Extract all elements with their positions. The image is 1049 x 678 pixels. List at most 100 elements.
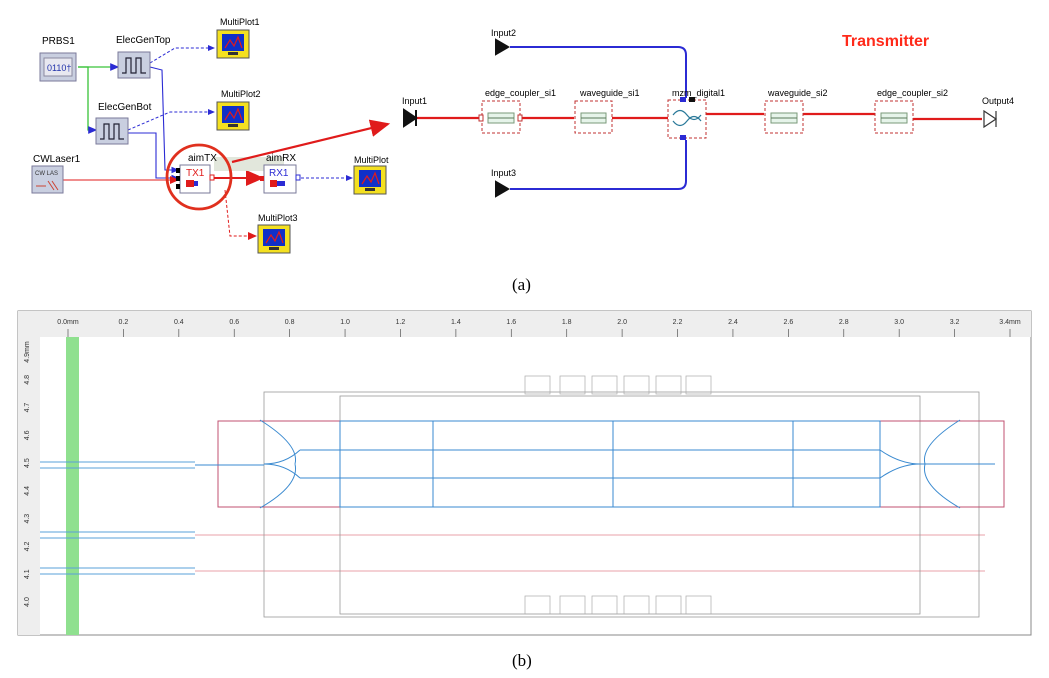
mzm-modulator[interactable]: mzm_digital1 — [667, 88, 725, 140]
ruler-y-label: 4.8 — [24, 375, 31, 385]
caption-b: (b) — [512, 651, 532, 670]
waveguide-2[interactable]: waveguide_si2 — [764, 88, 828, 134]
highlight-circle — [165, 143, 233, 211]
transmitter-circuit: Transmitter Input1 Input2 Input3 Output4 — [402, 28, 1014, 198]
ruler-x-label: 0.2 — [119, 319, 129, 326]
input3-label: Input3 — [491, 168, 516, 178]
plot-monitor-icon — [361, 171, 380, 185]
system-schematic: PRBS1 0110† ElecGenTop ElecGenBot CWLase… — [31, 17, 391, 254]
aim-tx-label: aimTX — [188, 153, 217, 164]
port-icon — [983, 109, 998, 129]
circuit-wires — [417, 46, 982, 190]
square-wave-icon — [100, 123, 124, 140]
waveguide-2-label: waveguide_si2 — [767, 88, 828, 98]
ruler-left — [18, 311, 40, 635]
pad-lines — [195, 534, 985, 572]
ruler-x-label: 0.8 — [285, 319, 295, 326]
ruler-x-label: 1.4 — [451, 319, 461, 326]
input-fibers — [40, 461, 195, 575]
square-wave-icon — [122, 57, 146, 74]
plot-monitor-icon — [224, 107, 243, 121]
transmitter-title: Transmitter — [842, 33, 929, 50]
multiplot-block[interactable]: MultiPlot — [353, 155, 389, 195]
port-icon — [495, 180, 510, 198]
input2-port[interactable]: Input2 — [491, 28, 516, 56]
ruler-x-label: 2.6 — [783, 319, 793, 326]
waveguide-1[interactable]: waveguide_si1 — [574, 88, 640, 134]
cw-laser-label: CWLaser1 — [33, 154, 81, 165]
tx-chip-icon — [186, 180, 194, 187]
output4-label: Output4 — [982, 96, 1014, 106]
prbs-glyph: 0110† — [47, 63, 71, 73]
ruler-y-label: 4.0 — [24, 597, 31, 607]
ruler-x-label: 2.4 — [728, 319, 738, 326]
multiplot2-label: MultiPlot2 — [221, 89, 261, 99]
input3-port[interactable]: Input3 — [491, 168, 516, 198]
ruler-y-label: 4.6 — [24, 430, 31, 440]
rx1-label: RX1 — [269, 168, 289, 179]
laser-icon — [36, 180, 59, 191]
ruler-x-label: 3.4mm — [999, 319, 1021, 326]
prbs-block[interactable]: PRBS1 0110† — [39, 36, 77, 82]
multiplot2-block[interactable]: MultiPlot2 — [216, 89, 261, 131]
ruler-x-label: 2.2 — [673, 319, 683, 326]
plot-monitor-icon — [265, 230, 284, 244]
ruler-x-label: 0.4 — [174, 319, 184, 326]
multiplot-label: MultiPlot — [354, 155, 389, 165]
elec-gen-bot-label: ElecGenBot — [98, 102, 152, 113]
ruler-x-label: 3.2 — [950, 319, 960, 326]
multiplot1-block[interactable]: MultiPlot1 — [216, 17, 260, 59]
ruler-x-label: 2.0 — [617, 319, 627, 326]
mzm-label: mzm_digital1 — [672, 88, 725, 98]
ruler-x-label: 1.8 — [562, 319, 572, 326]
ruler-y-label: 4.5 — [24, 458, 31, 468]
aim-rx-label: aimRX — [266, 153, 296, 164]
ruler-x-label: 1.2 — [396, 319, 406, 326]
tx1-label: TX1 — [186, 168, 205, 179]
ruler-x-label: 1.0 — [340, 319, 350, 326]
elec-gen-top-label: ElecGenTop — [116, 35, 171, 46]
prbs-label: PRBS1 — [42, 36, 75, 47]
ruler-y-label: 4.4 — [24, 486, 31, 496]
plot-monitor-icon — [224, 35, 243, 49]
ruler-y-label: 4.7 — [24, 403, 31, 413]
modulator-arms — [195, 419, 995, 509]
ruler-y-label: 4.3 — [24, 514, 31, 524]
edge-coupler-2[interactable]: edge_coupler_si2 — [874, 88, 948, 134]
layer-strip — [66, 337, 79, 635]
ruler-x-label: 1.6 — [506, 319, 516, 326]
waveguide-1-label: waveguide_si1 — [579, 88, 640, 98]
cw-laser-block[interactable]: CWLaser1 CW LAS — [31, 154, 81, 194]
input1-port[interactable]: Input1 — [402, 96, 427, 128]
elec-gen-bot-block[interactable]: ElecGenBot — [95, 102, 152, 145]
ruler-ticks: 0.0mm 0.2 0.4 0.6 0.8 1.0 1.2 1.4 1.6 1.8 2.0 2.2 2.… — [24, 319, 1021, 607]
ruler-y-label: 4.2 — [24, 541, 31, 551]
cw-laser-inner-label: CW LAS — [35, 171, 58, 177]
ruler-x-label: 3.0 — [894, 319, 904, 326]
ruler-y-label: 4.1 — [24, 569, 31, 579]
edge-coupler-1[interactable]: edge_coupler_si1 — [478, 88, 556, 134]
ruler-x-label: 0.6 — [229, 319, 239, 326]
multiplot1-label: MultiPlot1 — [220, 17, 260, 27]
aim-tx-block[interactable]: aimTX TX1 — [165, 143, 284, 211]
ruler-y-label: 4.9mm — [24, 341, 31, 363]
multiplot3-label: MultiPlot3 — [258, 213, 298, 223]
ruler-top — [18, 311, 1031, 337]
ruler-x-label: 2.8 — [839, 319, 849, 326]
edge-coupler-1-label: edge_coupler_si1 — [485, 88, 556, 98]
ruler-x-label: 0.0mm — [57, 319, 79, 326]
interferometer-icon — [672, 109, 702, 127]
gds-layout-view: 0.0mm 0.2 0.4 0.6 0.8 1.0 1.2 1.4 1.6 1.8 2.0 2.2 2.… — [17, 310, 1032, 636]
rx-chip-icon — [270, 180, 277, 187]
output4-port[interactable]: Output4 — [982, 96, 1014, 129]
elec-gen-top-block[interactable]: ElecGenTop — [116, 35, 171, 79]
zoom-arrow — [231, 119, 391, 164]
input1-label: Input1 — [402, 96, 427, 106]
aim-rx-block[interactable]: aimRX RX1 — [260, 153, 301, 194]
edge-coupler-2-label: edge_coupler_si2 — [877, 88, 948, 98]
port-icon — [495, 38, 510, 56]
multiplot3-block[interactable]: MultiPlot3 — [257, 213, 298, 254]
caption-a: (a) — [512, 275, 531, 294]
input2-label: Input2 — [491, 28, 516, 38]
